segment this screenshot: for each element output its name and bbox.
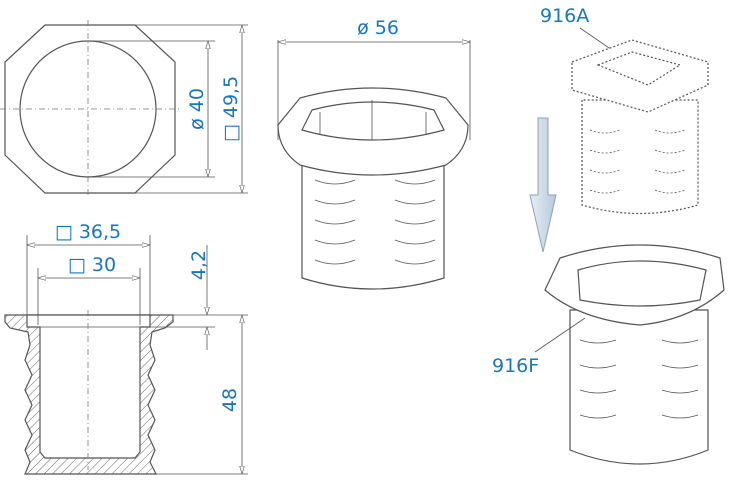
perspective-view: ø 56 — [277, 17, 471, 290]
label-916f: 916F — [492, 355, 539, 377]
label-916a: 916A — [540, 5, 589, 27]
down-arrow-icon — [529, 117, 557, 253]
exploded-view: 916A 916F — [492, 5, 725, 465]
dim-inner-square: □ 30 — [68, 254, 116, 276]
dim-outer-square: □ 49,5 — [220, 76, 242, 142]
section-cavity — [26, 314, 151, 459]
top-view: ø 40 □ 49,5 — [0, 20, 248, 198]
dim-outer-diameter: ø 56 — [357, 17, 399, 39]
dim-flange-height: 4,2 — [188, 250, 210, 280]
dim-flange-square: □ 36,5 — [55, 221, 121, 243]
section-view: □ 36,5 □ 30 4,2 48 — [4, 221, 248, 475]
dim-total-height: 48 — [219, 388, 241, 412]
dim-circle-diameter: ø 40 — [186, 88, 208, 130]
